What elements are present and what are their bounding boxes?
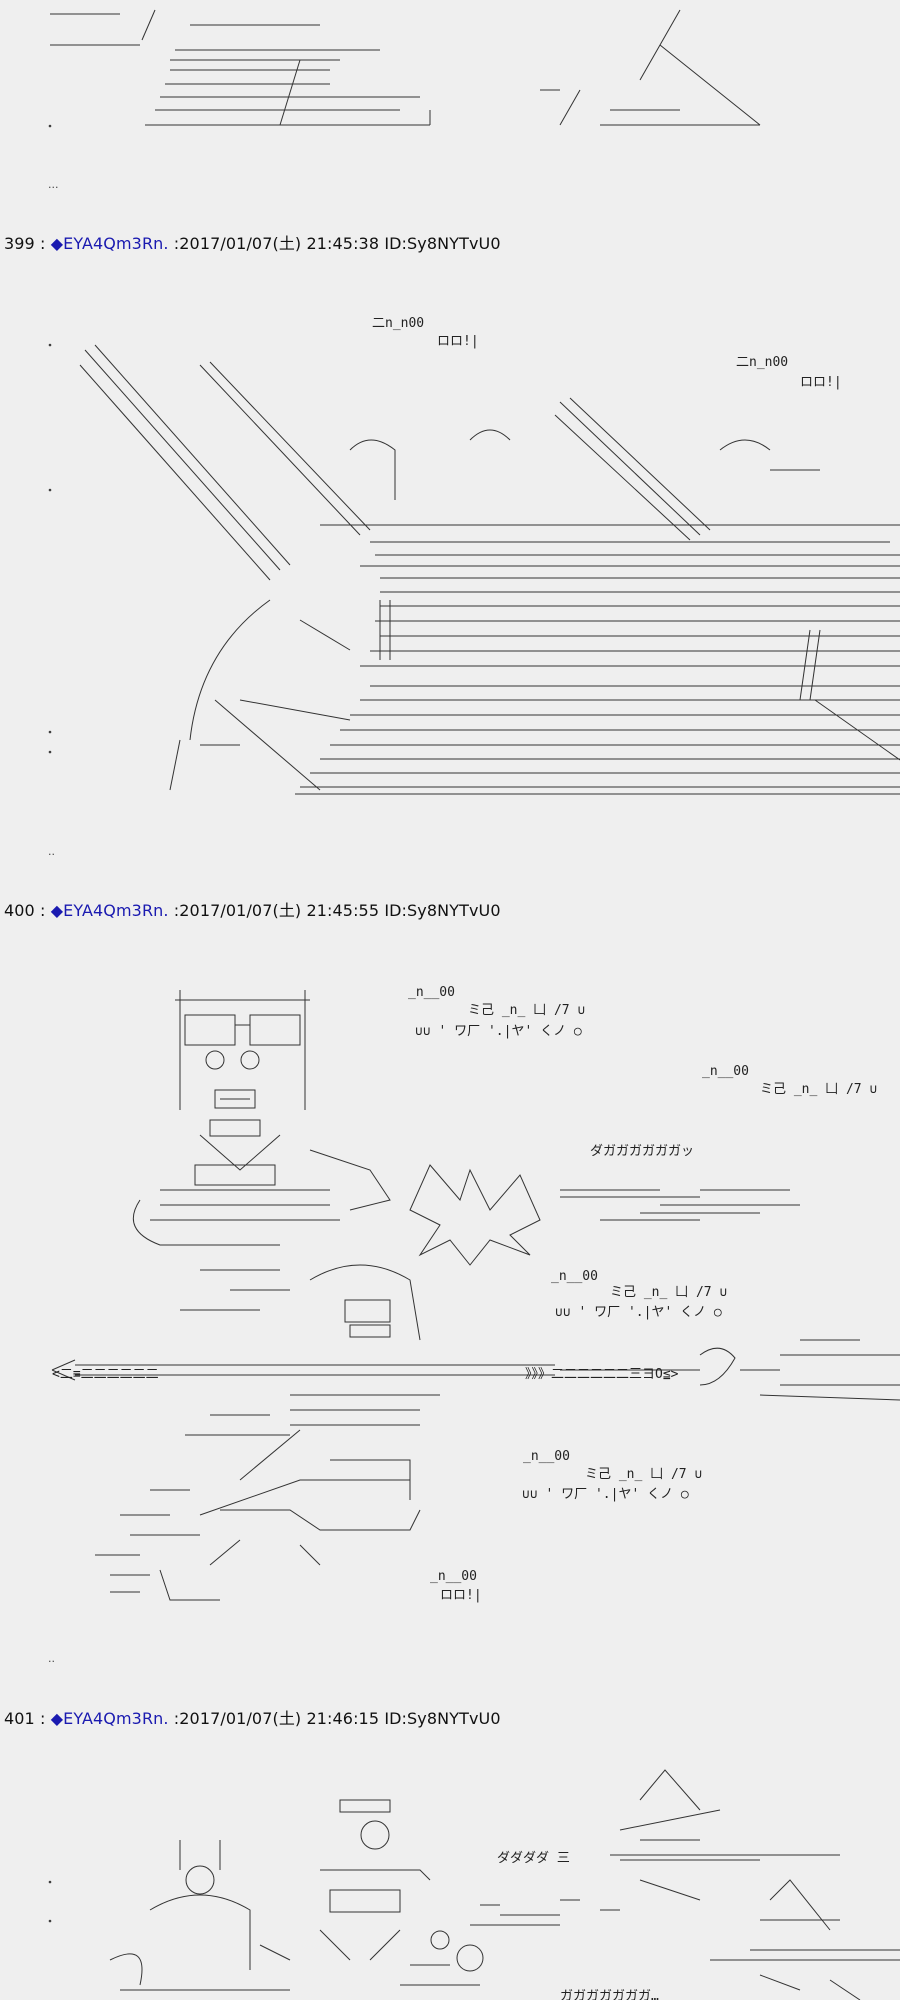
poster-trip[interactable]: EYA4Qm3Rn. xyxy=(63,1709,169,1728)
poster-id[interactable]: ID:Sy8NYTvU0 xyxy=(384,901,501,920)
poster-id[interactable]: ID:Sy8NYTvU0 xyxy=(384,1709,501,1728)
post-header-400: 400 : ◆EYA4Qm3Rn. :2017/01/07(土) 21:45:5… xyxy=(4,897,501,921)
poster-id[interactable]: ID:Sy8NYTvU0 xyxy=(384,234,501,253)
sfx-400-g: ミ己 _n_ 凵 /7 ∪ xyxy=(610,1285,727,1300)
art-post-399 xyxy=(79,344,900,795)
sfx-400-b: ミ己 _n_ 凵 /7 ∪ xyxy=(468,1003,585,1018)
sfx-400-j: ミ己 _n_ 凵 /7 ∪ xyxy=(585,1467,702,1482)
art-post-400 xyxy=(51,990,900,1601)
trip-diamond-icon: ◆ xyxy=(50,234,64,253)
sfx-400-f: _n__00 xyxy=(551,1269,598,1284)
sfx-399-a: 二n_n00 xyxy=(372,316,424,331)
sfx-400-l: _n__00 xyxy=(430,1569,477,1584)
sfx-dadada: ダダダダ 三 xyxy=(497,1851,570,1866)
weapon-shaft-text: 》》》二二二二二二三ヨO≦> xyxy=(525,1367,679,1382)
post-separator: : xyxy=(40,901,46,920)
sfx-400-m: ロロ!| xyxy=(440,1588,482,1603)
art-post-401 xyxy=(109,1769,900,2000)
separator-dots: .. xyxy=(48,1652,55,1665)
post-separator: : xyxy=(40,1709,46,1728)
separator-dots: .. xyxy=(48,845,55,858)
post-number: 399 xyxy=(4,234,35,253)
poster-trip[interactable]: EYA4Qm3Rn. xyxy=(63,901,169,920)
sfx-dagaga: ダガガガガガガッ xyxy=(590,1144,694,1159)
post-separator: : xyxy=(40,234,46,253)
trip-diamond-icon: ◆ xyxy=(50,901,64,920)
left-margin-dots xyxy=(48,124,52,1923)
sfx-400-e: ミ己 _n_ 凵 /7 ∪ xyxy=(760,1082,877,1097)
trip-diamond-icon: ◆ xyxy=(50,1709,64,1728)
post-header-401: 401 : ◆EYA4Qm3Rn. :2017/01/07(土) 21:46:1… xyxy=(4,1705,501,1729)
post-date: :2017/01/07(土) 21:45:38 xyxy=(173,234,380,253)
post-header-399: 399 : ◆EYA4Qm3Rn. :2017/01/07(土) 21:45:3… xyxy=(4,230,501,254)
sfx-gagaga: ガガガガガガガ… xyxy=(560,1989,659,2000)
sfx-399-d: ロロ!| xyxy=(800,375,842,390)
post-number: 400 xyxy=(4,901,35,920)
sfx-400-a: _n__00 xyxy=(408,985,455,1000)
sfx-400-i: _n__00 xyxy=(523,1449,570,1464)
separator-dots: ... xyxy=(48,178,59,191)
sfx-400-k: ∪∪ ' ワ厂 '.|ヤ' くノ ○ xyxy=(522,1487,689,1502)
sfx-399-b: ロロ!| xyxy=(437,334,479,349)
poster-trip[interactable]: EYA4Qm3Rn. xyxy=(63,234,169,253)
art-top-fragment xyxy=(50,9,761,126)
sfx-400-c: ∪∪ ' ワ厂 '.|ヤ' くノ ○ xyxy=(415,1024,582,1039)
sfx-400-h: ∪∪ ' ワ厂 '.|ヤ' くノ ○ xyxy=(555,1305,722,1320)
post-number: 401 xyxy=(4,1709,35,1728)
sfx-399-c: 二n_n00 xyxy=(736,355,788,370)
sfx-400-d: _n__00 xyxy=(702,1064,749,1079)
weapon-arrow-text: <二≡二二二二二二 xyxy=(52,1367,159,1382)
post-date: :2017/01/07(土) 21:45:55 xyxy=(173,901,380,920)
post-date: :2017/01/07(土) 21:46:15 xyxy=(173,1709,380,1728)
